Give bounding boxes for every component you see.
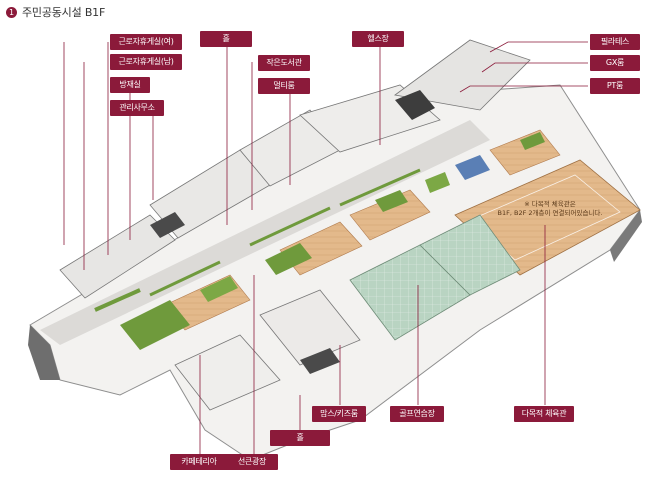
dark-core: [300, 348, 340, 374]
planter-strip: [249, 206, 331, 247]
room-block: [59, 214, 176, 299]
room-block: [259, 289, 361, 366]
label-pt-room: PT룸: [590, 78, 640, 94]
section-title: 주민공동시설 B1F: [22, 6, 106, 19]
label-pilates: 필라테스: [590, 34, 640, 50]
room-block: [394, 39, 531, 111]
label-office: 관리사무소: [110, 100, 164, 116]
planter: [200, 276, 238, 302]
golf-room: [419, 214, 521, 296]
planter-strip: [149, 260, 221, 297]
label-cafeteria: 카페테리아: [170, 454, 228, 470]
dark-core: [150, 212, 185, 238]
outer-wall: [28, 325, 60, 380]
label-disaster-room: 방재실: [110, 77, 150, 93]
label-multipurpose-gym: 다목적 체육관: [514, 406, 574, 422]
main-corridor: [40, 120, 490, 345]
outer-wall-right: [610, 210, 642, 262]
planter: [375, 190, 408, 212]
dark-core: [395, 90, 435, 120]
label-golf: 골프연습장: [390, 406, 444, 422]
planter: [265, 243, 312, 275]
planter-strip: [339, 168, 421, 207]
label-multi-room: 멀티룸: [258, 78, 310, 94]
label-hall-bottom: 홀: [270, 430, 330, 446]
label-rest-female: 근로자휴게실(여): [110, 34, 182, 50]
label-hall-top: 홀: [200, 31, 252, 47]
label-gx-room: GX룸: [590, 55, 640, 71]
planter: [425, 172, 450, 193]
label-rest-male: 근로자휴게실(남): [110, 54, 182, 70]
planter-strip: [94, 288, 141, 312]
section-number-badge: 1: [6, 6, 17, 18]
label-small-library: 작은도서관: [258, 55, 310, 71]
section-header: 1 주민공동시설 B1F: [6, 3, 105, 21]
gym-note-line2: B1F, B2F 2개층이 연결되어있습니다.: [497, 209, 603, 217]
gym-note-line1: ※ 다목적 체육관은: [524, 200, 576, 208]
blue-floor: [455, 155, 490, 180]
planter: [120, 300, 190, 350]
label-fitness: 헬스장: [352, 31, 404, 47]
label-kids-room: 맘스/키즈룸: [312, 406, 366, 422]
planter: [520, 132, 545, 150]
gym-note: ※ 다목적 체육관은 B1F, B2F 2개층이 연결되어있습니다.: [480, 200, 620, 218]
label-sunken-plaza: 선큰광장: [226, 454, 278, 470]
